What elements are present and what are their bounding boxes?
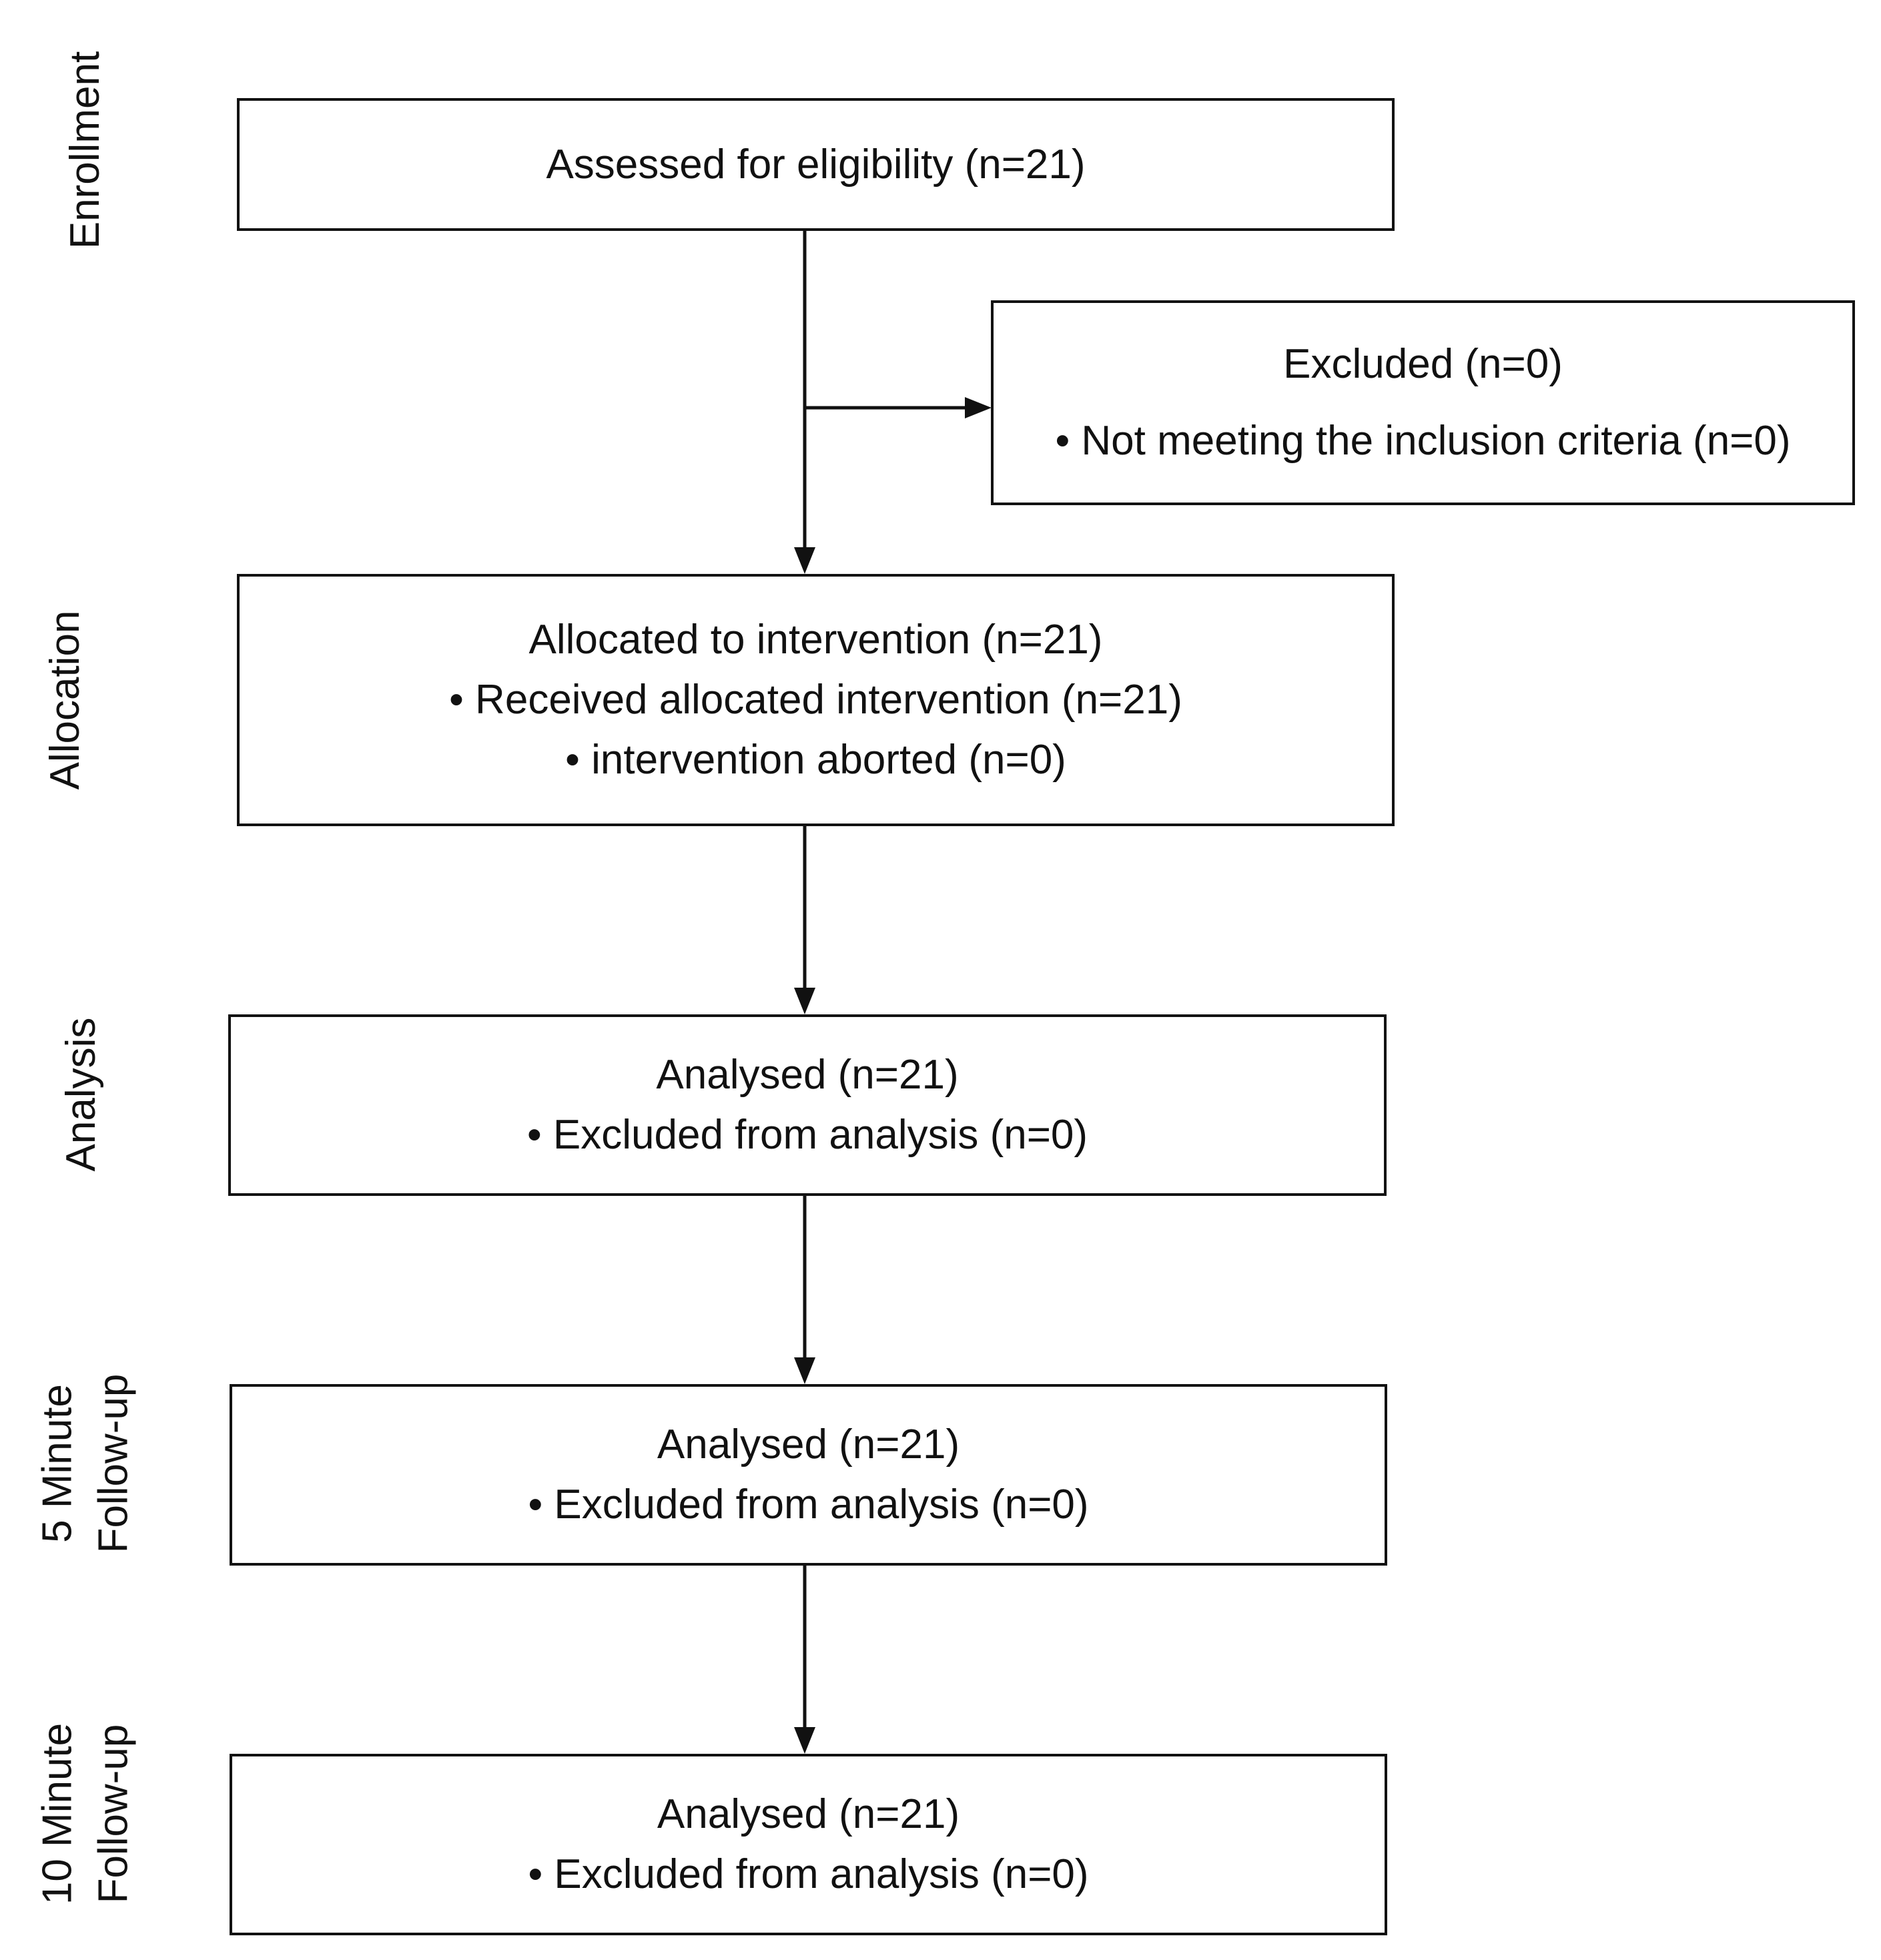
arrowhead-analysed xyxy=(794,988,815,1014)
assessed-line-1: Assessed for eligibility (n=21) xyxy=(546,141,1086,188)
text-analysed: Analysed (n=21) • Excluded from analysis… xyxy=(230,1016,1385,1195)
excluded-reason: • Not meeting the inclusion criteria (n=… xyxy=(1055,417,1791,464)
stage-label-followup10: 10 Minute Follow-up xyxy=(29,1723,141,1905)
text-allocated: Allocated to intervention (n=21) • Recei… xyxy=(238,575,1393,825)
analysed-excluded: • Excluded from analysis (n=0) xyxy=(526,1112,1088,1158)
arrowhead-followup10 xyxy=(794,1727,815,1754)
box-assessed xyxy=(237,98,1395,231)
allocated-received: • Received allocated intervention (n=21) xyxy=(449,677,1182,723)
stage-enrollment-text: Enrollment xyxy=(62,51,109,250)
analysed-title: Analysed (n=21) xyxy=(656,1052,959,1098)
followup5-excluded: • Excluded from analysis (n=0) xyxy=(528,1482,1089,1528)
box-followup10 xyxy=(230,1754,1387,1935)
text-followup5: Analysed (n=21) • Excluded from analysis… xyxy=(231,1385,1386,1564)
arrowhead-excluded xyxy=(965,397,992,418)
followup10-excluded: • Excluded from analysis (n=0) xyxy=(528,1851,1089,1897)
stage-analysis-text: Analysis xyxy=(58,1017,105,1172)
box-followup5 xyxy=(230,1384,1387,1566)
stage-followup5-line-1: 5 Minute xyxy=(34,1384,81,1543)
allocated-aborted: • intervention aborted (n=0) xyxy=(565,736,1066,783)
text-excluded: Excluded (n=0) • Not meeting the inclusi… xyxy=(992,302,1854,504)
stage-followup10-line-1: 10 Minute xyxy=(34,1722,81,1905)
box-excluded xyxy=(991,300,1855,505)
excluded-title: Excluded (n=0) xyxy=(1283,340,1563,387)
stage-label-followup5: 5 Minute Follow-up xyxy=(29,1374,141,1554)
stage-followup5-line-2: Follow-up xyxy=(90,1373,136,1554)
box-analysed xyxy=(228,1014,1387,1196)
stage-label-enrollment: Enrollment xyxy=(57,51,113,249)
allocated-title: Allocated to intervention (n=21) xyxy=(528,617,1103,663)
arrowhead-allocated xyxy=(794,547,815,574)
arrowhead-followup5 xyxy=(794,1357,815,1384)
stage-allocation-text: Allocation xyxy=(42,610,89,790)
text-assessed: Assessed for eligibility (n=21) xyxy=(238,99,1393,230)
stage-label-analysis: Analysis xyxy=(53,1018,109,1172)
followup10-title: Analysed (n=21) xyxy=(657,1791,960,1838)
text-followup10: Analysed (n=21) • Excluded from analysis… xyxy=(231,1755,1386,1934)
followup5-title: Analysed (n=21) xyxy=(657,1421,960,1468)
stage-followup10-line-2: Follow-up xyxy=(90,1724,136,1904)
stage-label-allocation: Allocation xyxy=(37,611,93,790)
box-allocated xyxy=(237,574,1395,826)
